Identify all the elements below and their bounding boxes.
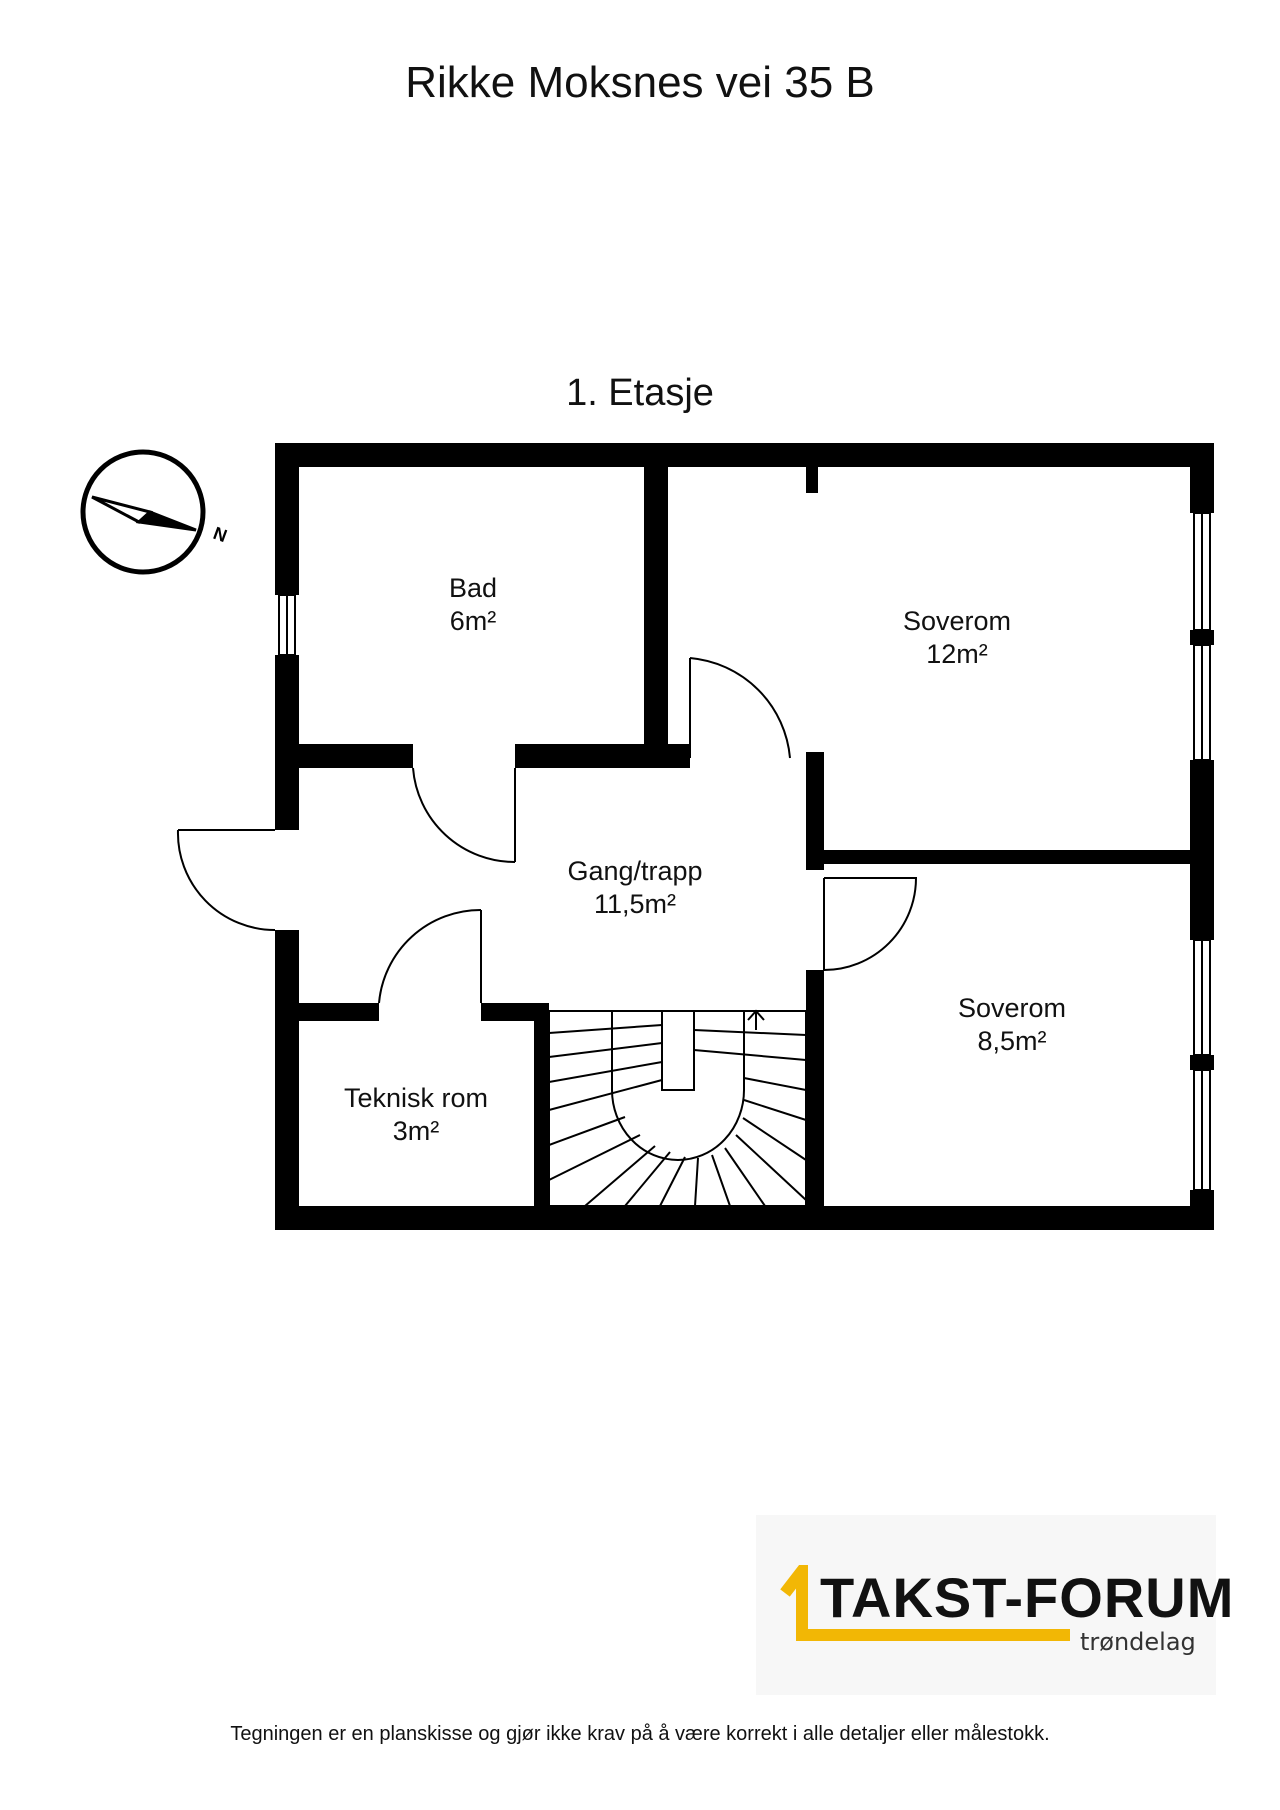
room-teknisk-rom: Teknisk rom 3m² <box>344 1082 488 1148</box>
logo-name: TAKST-FORUM <box>820 1566 1235 1629</box>
walls <box>275 443 1214 1230</box>
room-area: 12m² <box>926 639 988 669</box>
staircase <box>548 1009 807 1207</box>
room-area: 6m² <box>449 606 497 636</box>
page-title: Rikke Moksnes vei 35 B <box>405 58 875 107</box>
logo-subtitle: trøndelag <box>1080 1628 1196 1656</box>
room-area: 8,5m² <box>977 1026 1047 1056</box>
room-gang-trapp: Gang/trapp 11,5m² <box>567 855 702 921</box>
floor-title: 1. Etasje <box>566 372 714 414</box>
logo-mark-icon <box>780 1565 1070 1641</box>
room-name: Bad <box>448 573 498 603</box>
logo-background <box>756 1515 1216 1695</box>
compass-north-icon: N <box>80 449 230 575</box>
room-bad: Bad 6m² <box>449 572 497 638</box>
room-soverom-12: Soverom 12m² <box>903 605 1011 671</box>
room-area: 3m² <box>392 1116 440 1146</box>
room-area: 11,5m² <box>593 889 677 919</box>
disclaimer: Tegningen er en planskisse og gjør ikke … <box>230 1723 1050 1745</box>
room-name: Soverom <box>957 993 1067 1023</box>
room-name: Teknisk rom <box>343 1083 489 1113</box>
room-name: Gang/trapp <box>567 856 703 886</box>
room-soverom-8-5: Soverom 8,5m² <box>958 992 1066 1058</box>
compass-north-label: N <box>211 523 230 546</box>
room-name: Soverom <box>902 606 1012 636</box>
windows <box>278 512 1211 1191</box>
doors <box>176 657 918 1004</box>
